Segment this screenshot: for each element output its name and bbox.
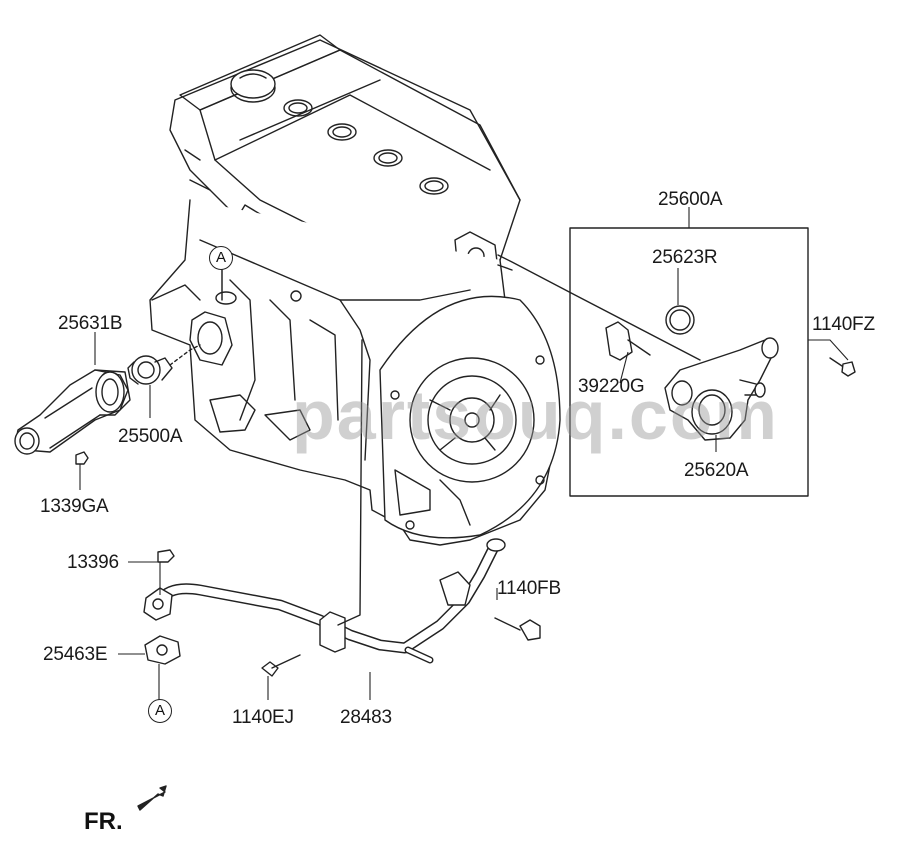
- watermark: partsouq.com: [292, 376, 779, 454]
- label-1339GA[interactable]: 1339GA: [40, 496, 109, 517]
- label-25631B[interactable]: 25631B: [58, 313, 123, 334]
- label-1140FB[interactable]: 1140FB: [497, 578, 561, 599]
- water-pipe: [143, 339, 541, 677]
- label-1140EJ[interactable]: 1140EJ: [232, 707, 294, 728]
- ref-marker-a-bottom: A: [148, 699, 172, 723]
- ref-marker-a-top: A: [209, 246, 233, 270]
- label-13396[interactable]: 13396: [67, 552, 119, 573]
- label-25463E[interactable]: 25463E: [43, 644, 108, 665]
- label-1140FZ[interactable]: 1140FZ: [812, 314, 875, 335]
- thermostat-cover: [14, 369, 131, 465]
- label-25623R[interactable]: 25623R: [652, 247, 718, 268]
- label-25600A[interactable]: 25600A: [658, 189, 723, 210]
- label-25500A[interactable]: 25500A: [118, 426, 183, 447]
- engine-block: [149, 34, 701, 546]
- label-39220G[interactable]: 39220G: [578, 376, 645, 397]
- label-25620A[interactable]: 25620A: [684, 460, 749, 481]
- water-outlet-assembly: [569, 227, 856, 497]
- label-28483[interactable]: 28483: [340, 707, 392, 728]
- front-direction-label: FR.: [84, 808, 123, 835]
- leader-lines: [79, 207, 849, 700]
- thermostat: [127, 344, 201, 385]
- front-arrow: [137, 785, 167, 811]
